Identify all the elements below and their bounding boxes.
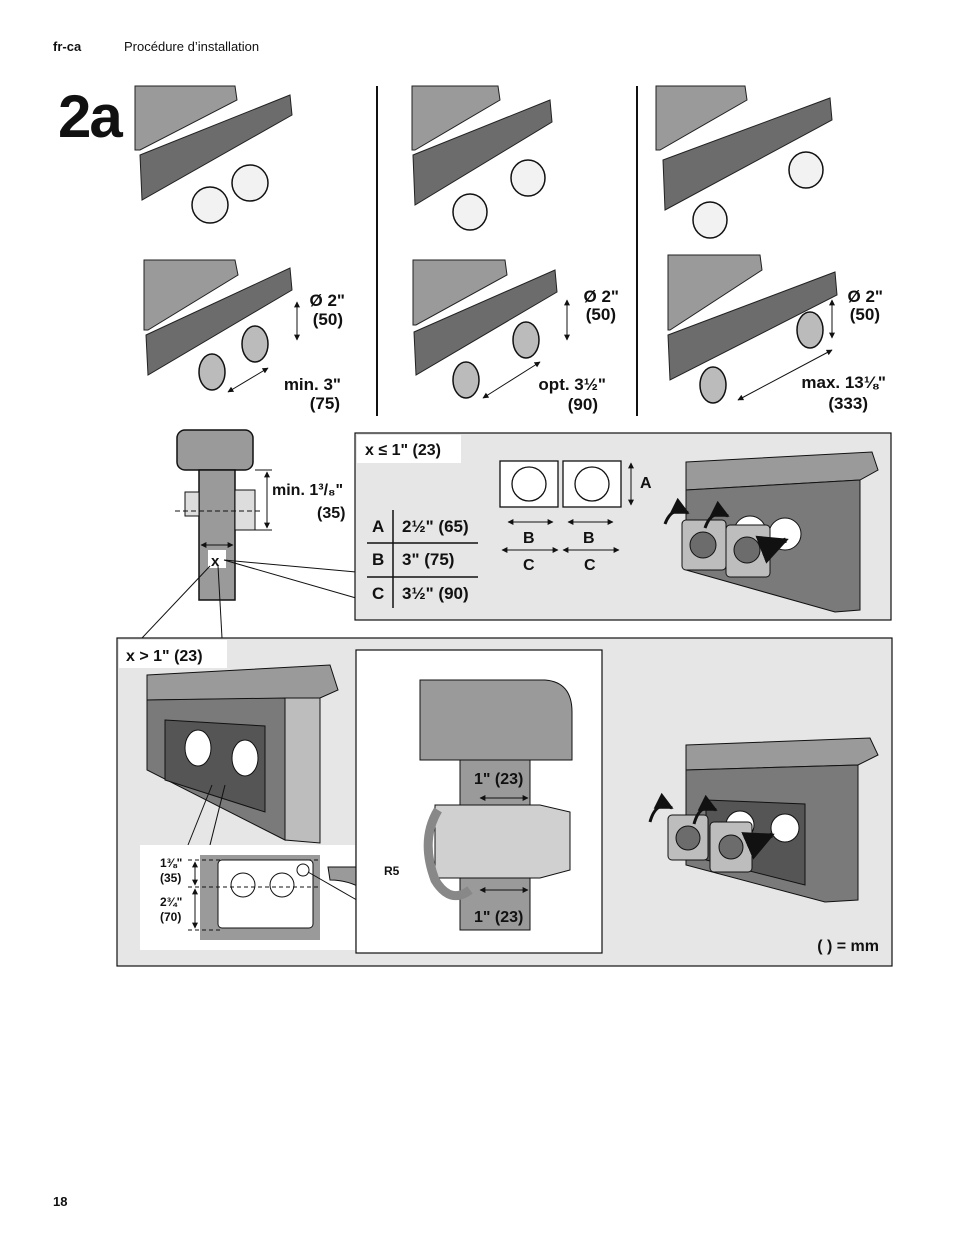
plate-label-a: A [640, 475, 652, 492]
detail-bottom-inch: 2¾" [160, 895, 182, 909]
panel-2-distance-inch: opt. 3½" [538, 375, 606, 394]
panel-2-knobs-view [411, 85, 553, 231]
side-view-min-inch: min. 1³/₈" [272, 482, 343, 499]
page-number: 18 [53, 1194, 68, 1209]
panel-1-diameter-inch: Ø 2" [310, 291, 345, 310]
detail-radius: R5 [384, 864, 400, 878]
side-view-cross-section [141, 429, 357, 639]
plate-label-b1: B [523, 530, 535, 547]
panel-1-distance-mm: (75) [310, 394, 340, 413]
plate-label-c1: C [523, 557, 535, 574]
panel-3-diameter-mm: (50) [850, 305, 880, 324]
panel-1-knobs-view [134, 85, 293, 224]
panel-1-diameter-mm: (50) [313, 310, 343, 329]
table-key-c: C [372, 584, 384, 603]
table-key-b: B [372, 550, 384, 569]
panel-2-distance-mm: (90) [568, 395, 598, 414]
header-language: fr-ca [53, 39, 82, 54]
box-large-x-title: x > 1" (23) [126, 648, 203, 665]
table-value-a: 2½" (65) [402, 517, 469, 536]
detail-bottom-mm: (70) [160, 910, 181, 924]
box-small-x-title: x ≤ 1" (23) [365, 442, 441, 459]
table-value-c: 3½" (90) [402, 584, 469, 603]
step-number: 2a [58, 83, 123, 150]
panel-2-holes-view [412, 259, 570, 399]
header-section-title: Procédure d’installation [124, 39, 260, 54]
box-small-x [354, 432, 892, 621]
box-large-x [116, 637, 893, 967]
plate-label-c2: C [584, 557, 596, 574]
panel-3-distance-inch: max. 13⅛" [801, 373, 886, 392]
unit-legend: ( ) = mm [817, 938, 879, 955]
gap-top-label: 1" (23) [474, 771, 523, 788]
panel-1-distance-inch: min. 3" [284, 375, 341, 394]
panel-2-diameter-mm: (50) [586, 305, 616, 324]
panel-3-knobs-view [655, 85, 833, 239]
detail-top-mm: (35) [160, 871, 181, 885]
table-value-b: 3" (75) [402, 550, 454, 569]
table-key-a: A [372, 517, 384, 536]
panel-3-diameter-inch: Ø 2" [848, 287, 883, 306]
panel-2-diameter-inch: Ø 2" [584, 287, 619, 306]
side-view-min-mm: (35) [317, 505, 345, 522]
plate-label-b2: B [583, 530, 595, 547]
detail-top-inch: 1⅜" [160, 856, 182, 870]
gap-bottom-label: 1" (23) [474, 909, 523, 926]
panel-3-holes-view [667, 254, 838, 404]
side-view-x-label: x [211, 553, 220, 570]
panel-1-holes-view [143, 259, 300, 393]
panel-3-distance-mm: (333) [828, 394, 868, 413]
